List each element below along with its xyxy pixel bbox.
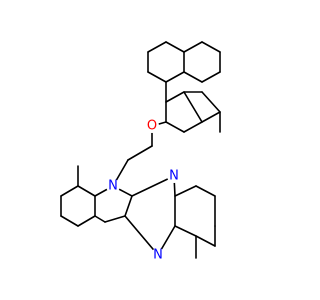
bond-layer <box>60 41 221 259</box>
atom-n-pyrazine-top: N <box>167 169 181 184</box>
atom-n-indole: N <box>106 179 120 194</box>
bond-a2-a3 <box>60 185 79 197</box>
bond-b2-b3 <box>104 215 126 223</box>
bond-r4-r6 <box>201 111 221 123</box>
bond-b1-nt <box>131 175 175 197</box>
bond-q6-q4 <box>195 235 216 247</box>
bond-a5-a6 <box>77 215 96 227</box>
bond-a1-a2 <box>77 185 96 197</box>
atom-label-n-indole: N <box>108 179 118 194</box>
bond-n4-n4a <box>183 71 203 83</box>
bond-c1-c2 <box>127 145 153 161</box>
bond-b1-b2 <box>124 195 133 217</box>
atom-label-o-ether: O <box>147 119 157 134</box>
bond-n3-n4 <box>165 71 185 83</box>
structure-diagram: N N N O <box>60 41 221 263</box>
bond-n2b-r1 <box>165 91 185 103</box>
bond-n4a-n5 <box>201 71 221 83</box>
bond-r3-r4 <box>183 121 203 133</box>
bond-r2-r3 <box>165 121 185 133</box>
bond-r4-n2b <box>183 91 203 123</box>
atom-label-n-pyrazine-top: N <box>169 169 179 184</box>
bond-p1-q1 <box>174 185 197 197</box>
bond-b3-a6 <box>94 215 106 223</box>
bond-a4-a5 <box>60 215 79 227</box>
bond-n8a-n1 <box>147 41 167 53</box>
bond-n8-n8a <box>165 41 185 53</box>
bond-n7-n8 <box>183 41 203 53</box>
atom-n-pyrazine-bottom: N <box>151 248 165 263</box>
molecule-drawing: N N N O <box>60 41 221 263</box>
atom-label-n-pyrazine-bottom: N <box>153 248 163 263</box>
bond-n2-n3 <box>147 71 167 83</box>
bond-q4-p2 <box>174 225 197 237</box>
atom-label-layer: N N N O <box>106 119 181 263</box>
bond-n6-n7 <box>201 41 221 53</box>
bond-n3b-r6 <box>201 91 221 113</box>
atom-o-ether: O <box>145 119 159 134</box>
bond-q1-q2 <box>195 185 216 197</box>
bond-nb-b2 <box>124 215 159 256</box>
